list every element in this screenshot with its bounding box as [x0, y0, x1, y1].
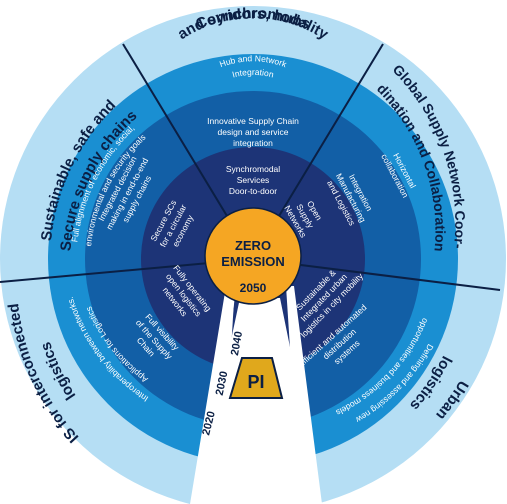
pi-badge — [228, 357, 284, 399]
top-2040-line2: Services — [237, 175, 270, 185]
bottom-gap — [190, 286, 322, 504]
year-2040: 2040 — [229, 330, 245, 356]
center-line1: ZERO — [235, 238, 271, 253]
pi-badge-label: PI — [247, 372, 264, 392]
center-line2: EMISSION — [221, 254, 285, 269]
year-2030: 2030 — [214, 370, 231, 396]
top-2030-line2: design and service — [218, 127, 289, 137]
top-2020-line2: Integration — [231, 67, 275, 80]
gap-wedge — [196, 298, 322, 504]
top-2030-line1: Innovative Supply Chain — [207, 116, 299, 126]
center-year: 2050 — [240, 281, 267, 295]
top-2040-line3: Door-to-door — [229, 186, 277, 196]
center-circle — [204, 207, 302, 305]
year-2020: 2020 — [200, 410, 218, 437]
top-2030-line3: integration — [233, 138, 273, 148]
top-2040-line1: Synchromodal — [226, 164, 280, 174]
